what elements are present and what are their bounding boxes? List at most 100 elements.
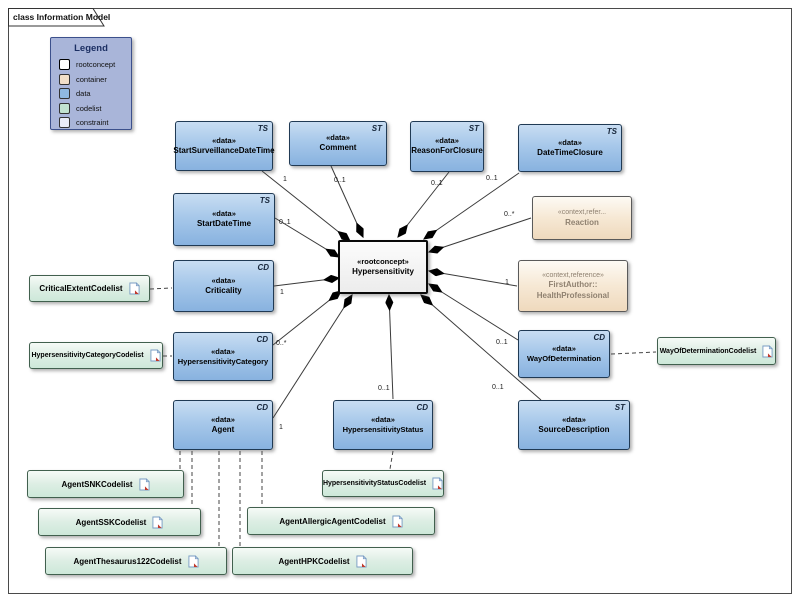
document-icon <box>187 554 199 567</box>
node-criticality[interactable]: CD «data» Criticality <box>173 260 274 312</box>
node-startsurveillancedatetime[interactable]: TS «data» StartSurveillanceDateTime <box>173 121 275 171</box>
connector-firstauthor <box>429 271 518 287</box>
multiplicity-label: 1 <box>505 279 509 286</box>
node-agent[interactable]: CD «data» Agent <box>173 400 273 450</box>
stereotype: «data» <box>212 135 236 145</box>
stereotype: «data» <box>211 414 235 424</box>
codelist-label: AgentHPKCodelist <box>278 556 350 566</box>
connector-startsurveillance <box>261 170 350 241</box>
node-name: WayOfDetermination <box>527 354 601 364</box>
node-name: DateTimeClosure <box>537 147 603 157</box>
multiplicity-label: 1 <box>280 289 284 296</box>
constraint-swatch <box>59 117 70 128</box>
legend-item-container: container <box>59 73 131 85</box>
node-name: Reaction <box>565 217 599 227</box>
codelist-swatch <box>59 102 70 114</box>
type-tag: ST <box>371 124 382 133</box>
dependency-connectors <box>149 287 657 546</box>
connector-hypersensitivitystatus <box>389 295 394 400</box>
stereotype: «data» <box>562 414 586 424</box>
codelist-label: AgentAllergicAgentCodelist <box>279 516 386 526</box>
codelist-label: HypersensitivityStatusCodelist <box>322 480 427 487</box>
type-tag: TS <box>259 196 270 205</box>
connector-comment <box>330 165 363 237</box>
stereotype: «rootconcept» <box>357 256 409 266</box>
node-startdatetime[interactable]: TS «data» StartDateTime <box>173 193 275 246</box>
node-criticalextentcodelist[interactable]: CriticalExtentCodelist <box>29 275 150 302</box>
stereotype: «context,refer... <box>557 209 607 217</box>
node-agentsnkcodelist[interactable]: AgentSNKCodelist <box>27 470 184 498</box>
type-tag: CD <box>593 333 605 342</box>
node-name: StartDateTime <box>196 219 252 229</box>
node-wayofdetermination[interactable]: CD «data» WayOfDetermination <box>518 330 610 378</box>
node-agentsskcodelist[interactable]: AgentSSKCodelist <box>38 508 201 536</box>
node-name: Agent <box>211 424 235 434</box>
connector-wayofdetermination <box>429 284 519 341</box>
node-datetimeclosure[interactable]: TS «data» DateTimeClosure <box>518 124 622 172</box>
node-agentthesaurus122codelist[interactable]: AgentThesaurus122Codelist <box>45 547 227 575</box>
stereotype: «context,reference» <box>542 271 604 279</box>
node-agentallergicagentcodelist[interactable]: AgentAllergicAgentCodelist <box>247 507 435 535</box>
legend-item-codelist: codelist <box>59 102 131 114</box>
legend-label: container <box>76 74 107 84</box>
node-wayofdeterminationcodelist[interactable]: WayOfDeterminationCodelist <box>657 337 776 365</box>
type-tag: CD <box>256 335 268 344</box>
document-icon <box>149 349 161 362</box>
legend-label: codelist <box>76 103 102 113</box>
codelist-label: HypersensitivityCategoryCodelist <box>31 352 144 359</box>
node-hypersensitivitystatus[interactable]: CD «data» HypersensitivityStatus <box>333 400 433 450</box>
node-name: HypersensitivityCategory <box>177 356 269 366</box>
document-icon <box>762 344 774 357</box>
stereotype: «data» <box>326 133 350 143</box>
node-agenthpkcodelist[interactable]: AgentHPKCodelist <box>232 547 413 575</box>
codelist-label: AgentSNKCodelist <box>61 479 133 489</box>
node-hypersensitivity[interactable]: «rootconcept» Hypersensitivity <box>338 240 428 294</box>
node-name: ReasonForClosure <box>411 146 483 156</box>
document-icon <box>152 515 164 528</box>
legend: Legend rootconcept container data codeli… <box>50 37 132 130</box>
node-reaction[interactable]: «context,refer... Reaction <box>532 196 632 240</box>
legend-label: data <box>76 89 91 98</box>
multiplicity-label: 0..1 <box>431 180 443 187</box>
legend-label: constraint <box>76 118 109 127</box>
legend-item-data: data <box>59 88 131 99</box>
multiplicity-label: 0..1 <box>378 385 390 392</box>
legend-label: rootconcept <box>76 60 116 69</box>
document-icon <box>139 477 150 490</box>
stereotype: «data» <box>552 344 576 354</box>
stereotype: «data» <box>211 346 235 356</box>
connector-reasonforclosure <box>398 171 450 237</box>
connector-criticality <box>273 278 339 287</box>
connector-hypersensitivitycategory <box>272 291 341 346</box>
connector-agent <box>272 295 352 419</box>
stereotype: «data» <box>558 137 582 147</box>
node-name-line2: HealthProfessional <box>536 290 610 300</box>
node-reasonforclosure[interactable]: ST «data» ReasonForClosure <box>410 121 484 172</box>
stereotype: «data» <box>212 209 236 219</box>
codelist-label: WayOfDeterminationCodelist <box>659 347 757 355</box>
node-hypersensitivitycategory[interactable]: CD «data» HypersensitivityCategory <box>173 332 273 381</box>
rootconcept-swatch <box>59 59 70 70</box>
data-swatch <box>59 88 70 99</box>
node-firstauthor-healthprofessional[interactable]: «context,reference» FirstAuthor:: Health… <box>518 260 628 312</box>
stereotype: «data» <box>371 415 395 425</box>
type-tag: ST <box>468 124 479 133</box>
type-tag: CD <box>416 403 428 412</box>
node-hypersensitivitycategorycodelist[interactable]: HypersensitivityCategoryCodelist <box>29 342 163 369</box>
diagram-title: class Information Model <box>13 12 111 22</box>
container-swatch <box>59 73 70 85</box>
composition-connectors <box>261 165 542 419</box>
multiplicity-label: 0..* <box>504 211 515 218</box>
node-name: Criticality <box>205 285 242 295</box>
multiplicity-label: 1 <box>283 176 287 183</box>
node-comment[interactable]: ST «data» Comment <box>289 121 387 166</box>
multiplicity-label: 0..1 <box>334 177 346 184</box>
node-name: HypersensitivityStatus <box>342 425 424 435</box>
multiplicity-label: 1 <box>279 424 283 431</box>
dashed-hypstatus-codelist <box>389 450 394 470</box>
node-name: StartSurveillanceDateTime <box>173 145 275 155</box>
node-name: Comment <box>319 143 357 153</box>
node-hypersensitivitystatuscodelist[interactable]: HypersensitivityStatusCodelist <box>322 470 444 497</box>
node-sourcedescription[interactable]: ST «data» SourceDescription <box>518 400 630 450</box>
